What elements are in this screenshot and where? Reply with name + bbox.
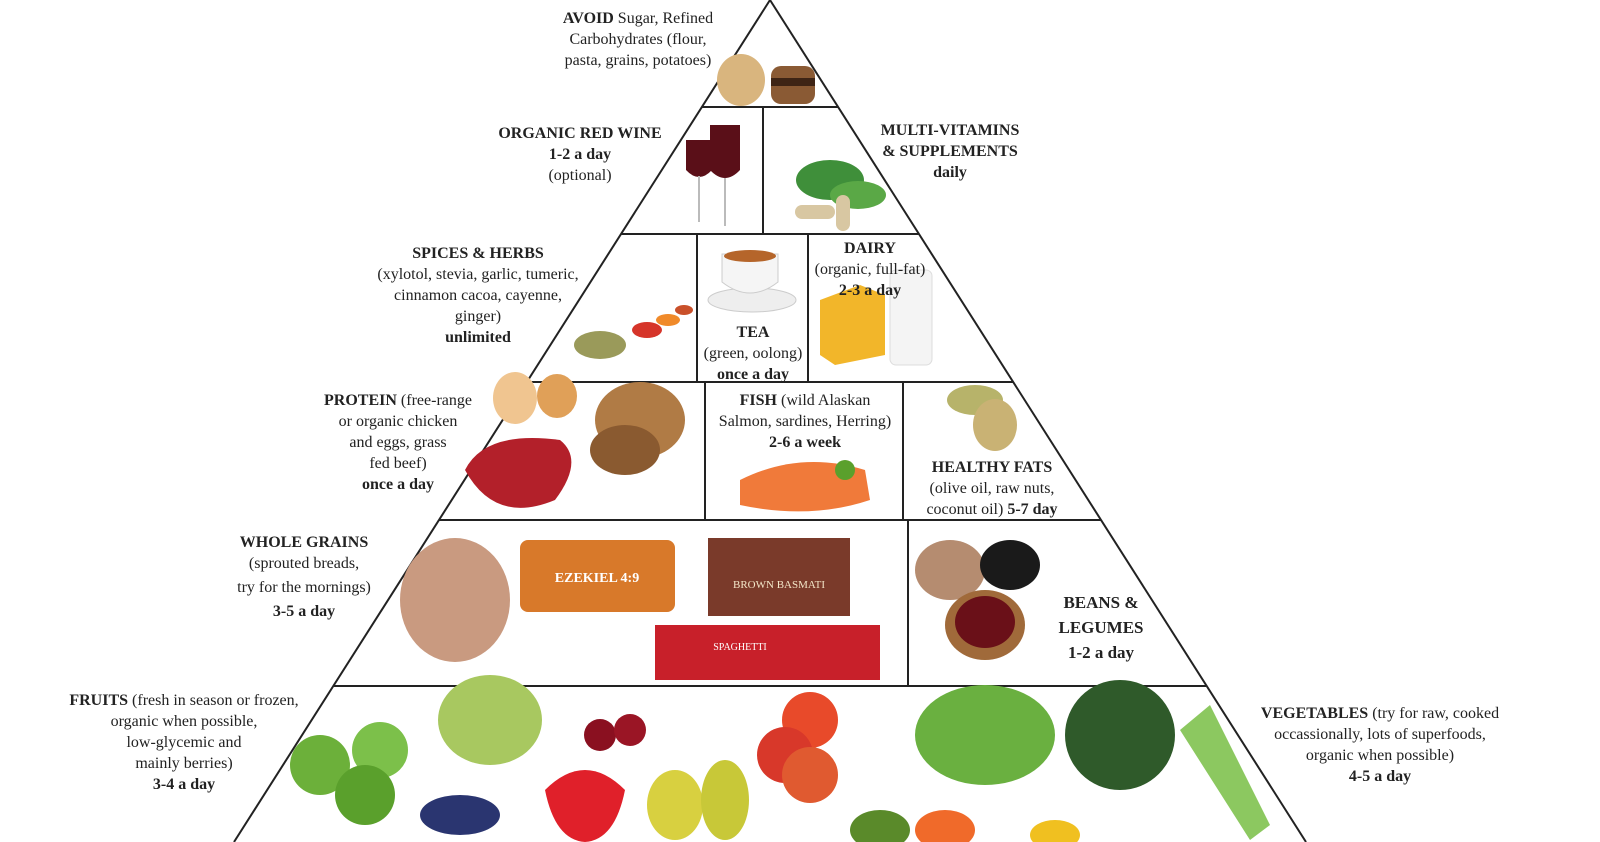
fats-title: HEALTHY FATS bbox=[931, 459, 1053, 476]
tea-note: (green, oolong) bbox=[703, 345, 803, 362]
spices-title: SPICES & HERBS bbox=[412, 245, 544, 262]
rice-label: BROWN BASMATI bbox=[733, 579, 825, 591]
protein-line: fed beef) bbox=[369, 455, 427, 472]
vegetables-line: (try for raw, cooked bbox=[1372, 705, 1500, 722]
fruits-frequency: 3-4 a day bbox=[152, 776, 216, 793]
vegetables-line: occassionally, lots of superfoods, bbox=[1274, 726, 1486, 743]
spices-line: ginger) bbox=[454, 308, 502, 325]
grains-title: WHOLE GRAINS bbox=[239, 534, 369, 551]
protein-label: PROTEIN (free-range or organic chicken a… bbox=[324, 390, 472, 495]
vegetables-title: VEGETABLES bbox=[1260, 705, 1369, 722]
wine-title: ORGANIC RED WINE bbox=[498, 125, 662, 142]
whole-grains-image: EZEKIEL 4:9 BROWN BASMATI SPAGHETTI bbox=[400, 538, 880, 680]
fats-frequency: 5-7 day bbox=[1007, 501, 1058, 518]
wine-note: (optional) bbox=[548, 167, 612, 184]
protein-line: and eggs, grass bbox=[349, 434, 447, 451]
pasta-label: SPAGHETTI bbox=[713, 642, 767, 653]
fruits-line: mainly berries) bbox=[135, 755, 233, 772]
fruits-line: organic when possible, bbox=[110, 713, 258, 730]
spices-image bbox=[574, 305, 693, 359]
pistachios-image bbox=[947, 385, 1017, 451]
beans-label: BEANS & LEGUMES 1-2 a day bbox=[1058, 590, 1143, 665]
fish-line: Salmon, sardines, Herring) bbox=[718, 413, 892, 430]
fish-frequency: 2-6 a week bbox=[769, 434, 841, 451]
protein-frequency: once a day bbox=[361, 476, 434, 493]
dairy-image bbox=[820, 269, 933, 366]
protein-line: (free-range bbox=[400, 392, 472, 409]
vitamins-frequency: daily bbox=[933, 164, 967, 181]
tea-title: TEA bbox=[736, 324, 770, 341]
wine-label: ORGANIC RED WINE 1-2 a day (optional) bbox=[498, 123, 661, 186]
pyramid-right-edge bbox=[769, 0, 1307, 842]
pyramid-left-edge bbox=[233, 0, 771, 842]
protein-line: or organic chicken bbox=[338, 413, 458, 430]
avoid-line: Sugar, Refined bbox=[617, 10, 714, 27]
red-wine-image bbox=[686, 125, 740, 226]
fruits-title: FRUITS bbox=[69, 692, 129, 709]
fats-line: coconut oil) bbox=[926, 501, 1004, 518]
cookies-image bbox=[717, 54, 815, 106]
vitamins-title: & SUPPLEMENTS bbox=[882, 143, 1018, 160]
spices-label: SPICES & HERBS (xylotol, stevia, garlic,… bbox=[377, 243, 578, 348]
dairy-frequency: 2-3 a day bbox=[838, 282, 902, 299]
vegetables-image bbox=[850, 680, 1270, 842]
vegetables-label: VEGETABLES (try for raw, cooked occassio… bbox=[1261, 703, 1499, 787]
fats-line: (olive oil, raw nuts, bbox=[929, 480, 1055, 497]
dairy-title: DAIRY bbox=[844, 240, 896, 257]
fish-line: (wild Alaskan bbox=[781, 392, 871, 409]
dairy-note: (organic, full-fat) bbox=[814, 261, 926, 278]
whole-grains-label: WHOLE GRAINS (sprouted breads, try for t… bbox=[237, 532, 371, 622]
tea-label: TEA (green, oolong) once a day bbox=[704, 322, 803, 385]
spices-frequency: unlimited bbox=[445, 329, 511, 346]
beans-title: LEGUMES bbox=[1058, 618, 1144, 637]
tea-frequency: once a day bbox=[716, 366, 789, 383]
grains-frequency: 3-5 a day bbox=[272, 603, 336, 620]
protein-image bbox=[465, 372, 685, 508]
beans-title: BEANS & bbox=[1063, 593, 1139, 612]
avoid-title: AVOID bbox=[562, 10, 614, 27]
vitamins-title: MULTI-VITAMINS bbox=[880, 122, 1020, 139]
fruits-image bbox=[290, 675, 838, 842]
wine-frequency: 1-2 a day bbox=[548, 146, 612, 163]
grains-line: try for the mornings) bbox=[237, 579, 371, 596]
supplements-image bbox=[795, 160, 886, 231]
avoid-line: pasta, grains, potatoes) bbox=[564, 52, 712, 69]
fruits-label: FRUITS (fresh in season or frozen, organ… bbox=[69, 690, 298, 795]
vitamins-label: MULTI-VITAMINS & SUPPLEMENTS daily bbox=[881, 120, 1020, 183]
avoid-label: AVOID Sugar, Refined Carbohydrates (flou… bbox=[563, 8, 713, 71]
beans-frequency: 1-2 a day bbox=[1067, 643, 1135, 662]
dairy-label: DAIRY (organic, full-fat) 2-3 a day bbox=[815, 238, 926, 301]
bread-label: EZEKIEL 4:9 bbox=[555, 571, 639, 586]
fish-label: FISH (wild Alaskan Salmon, sardines, Her… bbox=[719, 390, 891, 453]
spices-line: cinnamon cacoa, cayenne, bbox=[394, 287, 562, 304]
tea-cup-image bbox=[707, 250, 797, 313]
fruits-line: low-glycemic and bbox=[126, 734, 242, 751]
vegetables-line: organic when possible) bbox=[1305, 747, 1455, 764]
vegetables-frequency: 4-5 a day bbox=[1348, 768, 1412, 785]
protein-title: PROTEIN bbox=[324, 392, 397, 409]
grains-line: (sprouted breads, bbox=[248, 555, 360, 572]
beans-image bbox=[915, 540, 1040, 660]
spices-line: (xylotol, stevia, garlic, tumeric, bbox=[377, 266, 579, 283]
avoid-line: Carbohydrates (flour, bbox=[569, 31, 707, 48]
salmon-image bbox=[740, 460, 870, 512]
fish-title: FISH bbox=[739, 392, 777, 409]
fruits-line: (fresh in season or frozen, bbox=[132, 692, 299, 709]
healthy-fats-label: HEALTHY FATS (olive oil, raw nuts, cocon… bbox=[926, 457, 1057, 520]
